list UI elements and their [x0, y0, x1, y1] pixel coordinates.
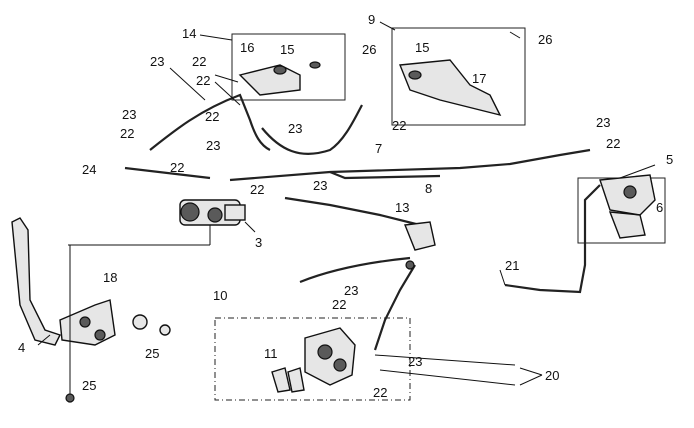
- callout-23: 23: [206, 138, 220, 153]
- callout-15: 15: [280, 42, 294, 57]
- callout-22: 22: [392, 118, 406, 133]
- callout-22: 22: [332, 297, 346, 312]
- bracket-17: [399, 59, 502, 117]
- callout-22: 22: [205, 109, 219, 124]
- callout-17: 17: [472, 71, 486, 86]
- brake-pad-6: [608, 211, 646, 239]
- callout-22: 22: [250, 182, 264, 197]
- callout-21: 21: [505, 258, 519, 273]
- brake-line-left: [124, 93, 271, 180]
- callout-4: 4: [18, 340, 25, 355]
- callout-26: 26: [362, 42, 376, 57]
- brake-line-20: [374, 354, 516, 386]
- brake-line-7: [261, 104, 363, 155]
- callout-22: 22: [606, 136, 620, 151]
- callout-22: 22: [192, 54, 206, 69]
- callout-22: 22: [120, 126, 134, 141]
- callout-11: 11: [264, 346, 278, 361]
- callout-22: 22: [373, 385, 387, 400]
- rear-caliper-10: [304, 327, 356, 386]
- callout-16: 16: [240, 40, 254, 55]
- brake-pads-11: [271, 367, 305, 393]
- brake-line-21: [504, 184, 601, 294]
- brake-pedal-4: [11, 217, 61, 346]
- brake-line-13: [284, 196, 421, 227]
- leader-lines: [37, 21, 656, 386]
- callout-5: 5: [666, 152, 673, 167]
- callout-15: 15: [415, 40, 429, 55]
- callout-7: 7: [375, 141, 382, 156]
- callout-23: 23: [408, 354, 422, 369]
- callout-23: 23: [122, 107, 136, 122]
- callout-8: 8: [425, 181, 432, 196]
- callout-23: 23: [288, 121, 302, 136]
- inset-frame-10: [214, 317, 411, 401]
- callout-10: 10: [213, 288, 227, 303]
- brake-line-8: [229, 148, 591, 182]
- callout-3: 3: [255, 235, 262, 250]
- inset-frame-9: [391, 27, 526, 126]
- washer-25: [132, 314, 171, 336]
- caliper-5: [599, 174, 656, 216]
- callout-23: 23: [344, 283, 358, 298]
- callout-22: 22: [170, 160, 184, 175]
- callout-20: 20: [545, 368, 559, 383]
- callout-18: 18: [103, 270, 117, 285]
- callout-25: 25: [145, 346, 159, 361]
- callout-13: 13: [395, 200, 409, 215]
- callout-23: 23: [313, 178, 327, 193]
- bolt-25: [65, 245, 75, 403]
- inset-frame-14: [231, 33, 346, 101]
- brake-line-rear: [299, 256, 416, 351]
- junction-block: [404, 221, 436, 270]
- bracket-16: [238, 61, 321, 96]
- callout-6: 6: [656, 200, 663, 215]
- callout-24: 24: [82, 162, 96, 177]
- master-cylinder-3: [179, 199, 246, 226]
- callout-9: 9: [368, 12, 375, 27]
- callout-26: 26: [538, 32, 552, 47]
- callout-25: 25: [82, 378, 96, 393]
- callout-23: 23: [596, 115, 610, 130]
- pedal-bracket-18: [59, 299, 116, 346]
- callout-22: 22: [196, 73, 210, 88]
- callout-14: 14: [182, 26, 196, 41]
- callout-23: 23: [150, 54, 164, 69]
